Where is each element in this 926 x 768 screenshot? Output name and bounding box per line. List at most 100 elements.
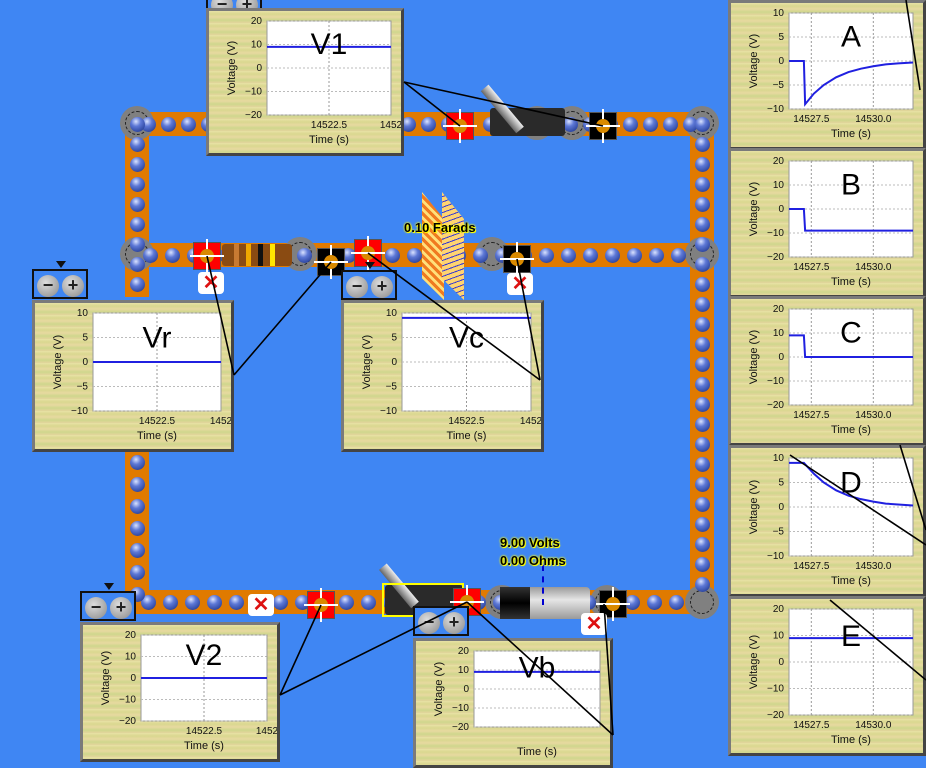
electron (695, 417, 710, 432)
chart-zoom-control: −+ (341, 262, 397, 300)
x-tick-label: 14527.5 (793, 720, 830, 731)
x-tick-label: 14530.0 (855, 262, 892, 273)
electron (295, 595, 310, 610)
y-tick-label: −5 (77, 382, 89, 393)
x-axis-label: Time (s) (831, 424, 871, 436)
y-tick-label: 0 (391, 357, 397, 368)
zoom-in-button[interactable]: + (443, 612, 465, 634)
battery-voltage-label: 9.00 Volts (500, 535, 560, 550)
zoom-out-button[interactable]: − (37, 275, 59, 297)
electron (385, 248, 400, 263)
electron (605, 248, 620, 263)
electron (207, 595, 222, 610)
electron (695, 217, 710, 232)
y-axis-label: Voltage (V) (52, 335, 64, 389)
remove-chart-button[interactable]: ✕ (581, 613, 607, 635)
battery[interactable] (500, 587, 590, 619)
electron (130, 257, 145, 272)
probe-lead (603, 603, 614, 736)
y-tick-label: 20 (773, 604, 785, 615)
electron (130, 117, 145, 132)
series-line-d (789, 461, 914, 507)
probe-lead (279, 604, 322, 696)
electron (695, 337, 710, 352)
remove-chart-button[interactable]: ✕ (248, 594, 274, 616)
x-tick-label: 14522.5 (311, 120, 348, 131)
electron (695, 297, 710, 312)
capacitor-plate-right[interactable] (442, 192, 464, 300)
zoom-out-button[interactable]: − (85, 597, 107, 619)
electron (583, 248, 598, 263)
x-tick-label: 14530.0 (855, 114, 892, 125)
x-tick-label: 1452 (380, 120, 401, 131)
probe-lead (367, 252, 541, 381)
electron (130, 477, 145, 492)
x-axis-label: Time (s) (184, 740, 224, 752)
electron (130, 499, 145, 514)
electron (695, 517, 710, 532)
y-tick-label: −20 (452, 722, 469, 733)
x-tick-label: 1452 (210, 416, 231, 427)
x-tick-label: 1452 (256, 726, 277, 737)
electron (643, 117, 658, 132)
y-tick-label: −10 (245, 87, 262, 98)
y-tick-label: 20 (251, 16, 263, 27)
x-tick-label: 14530.0 (855, 410, 892, 421)
electron (695, 357, 710, 372)
x-axis-label: Time (s) (137, 430, 177, 442)
zoom-out-button[interactable]: − (346, 276, 368, 298)
x-axis-label: Time (s) (447, 430, 487, 442)
battery-resistance-label: 0.00 Ohms (500, 553, 566, 568)
electron (130, 217, 145, 232)
probe-lead (279, 601, 468, 696)
y-tick-label: −20 (767, 710, 784, 721)
y-axis-label: Voltage (V) (748, 182, 760, 236)
electron (669, 595, 684, 610)
remove-chart-button[interactable]: ✕ (507, 273, 533, 295)
y-tick-label: −20 (767, 400, 784, 411)
battery-negative-terminal (500, 587, 530, 619)
y-tick-label: 10 (77, 308, 89, 319)
zoom-in-button[interactable]: + (62, 275, 84, 297)
y-tick-label: 0 (778, 657, 784, 668)
electron (273, 595, 288, 610)
x-tick-label: 14527.5 (793, 262, 830, 273)
y-tick-label: 10 (773, 180, 785, 191)
y-tick-label: −10 (767, 376, 784, 387)
zoom-in-button[interactable]: + (371, 276, 393, 298)
y-tick-label: −20 (767, 252, 784, 263)
y-tick-label: −5 (773, 80, 785, 91)
y-tick-label: 10 (773, 328, 785, 339)
electron (130, 455, 145, 470)
y-tick-label: 5 (778, 32, 784, 43)
x-axis-label: Time (s) (831, 276, 871, 288)
capacitor-plate-left[interactable] (422, 192, 444, 300)
electron (143, 248, 158, 263)
electron (539, 248, 554, 263)
resistor[interactable] (222, 244, 292, 266)
x-tick-label: 14522.5 (186, 726, 223, 737)
probe-lead (233, 261, 332, 376)
capacitor-label: 0.10 Farads (404, 220, 476, 235)
zoom-in-button[interactable]: + (110, 597, 132, 619)
y-axis-label: Voltage (V) (100, 651, 112, 705)
y-tick-label: 0 (82, 357, 88, 368)
chart-title: V2 (186, 639, 223, 672)
electron (695, 317, 710, 332)
x-tick-label: 14527.5 (793, 561, 830, 572)
electron (297, 248, 312, 263)
